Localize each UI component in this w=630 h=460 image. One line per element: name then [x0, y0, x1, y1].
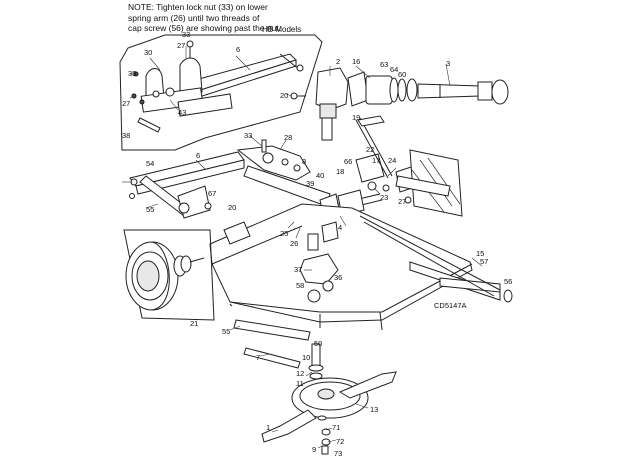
callout-55: 55	[146, 205, 154, 214]
callout-6-lower: 6	[196, 151, 200, 160]
blade-assembly	[233, 319, 397, 455]
inset-title: HB Models	[262, 25, 301, 34]
callout-35: 35	[128, 69, 136, 78]
callout-25: 25	[280, 229, 288, 238]
hb-models-inset: HB Models	[119, 25, 323, 151]
callout-26: 26	[290, 239, 298, 248]
note-line-3: cap screw (56) are showing past the nut.	[128, 23, 282, 33]
callout-4: 4	[338, 223, 342, 232]
callout-18: 18	[336, 167, 344, 176]
callout-13: 13	[370, 405, 378, 414]
callout-58: 58	[296, 281, 304, 290]
callout-11: 11	[296, 379, 304, 388]
callout-numbers: 33 27 30 6 2 16 63 64 60 3 27 35 43 38 2…	[122, 30, 512, 458]
callout-54: 54	[146, 159, 154, 168]
gearbox-assembly	[290, 67, 509, 141]
inset-frame-arm	[131, 40, 304, 133]
callout-16: 16	[352, 57, 360, 66]
callout-28: 28	[284, 133, 292, 142]
callout-38: 38	[122, 131, 130, 140]
callout-30: 30	[144, 48, 152, 57]
note-line-1: NOTE: Tighten lock nut (33) on lower	[128, 2, 268, 12]
right-bracket	[357, 115, 463, 217]
callout-27: 27	[177, 41, 185, 50]
callout-67: 67	[208, 189, 216, 198]
callout-43: 43	[178, 108, 186, 117]
assembly-note: NOTE: Tighten lock nut (33) on lower spr…	[128, 2, 358, 34]
callout-60: 60	[398, 70, 406, 79]
deck-gearbox	[299, 221, 339, 303]
callout-20: 20	[280, 91, 288, 100]
callout-15: 15	[476, 249, 484, 258]
callout-73: 73	[334, 449, 342, 458]
figure-code: CD5147A	[434, 301, 467, 310]
callout-27-right: 27	[398, 197, 406, 206]
callout-17: 17	[372, 156, 380, 165]
callout-20-lower: 20	[228, 203, 236, 212]
callout-21: 21	[190, 319, 198, 328]
callout-22: 22	[366, 145, 374, 154]
callout-24: 24	[388, 156, 396, 165]
callout-66: 66	[344, 157, 352, 166]
callout-39: 39	[306, 179, 314, 188]
callout-2: 2	[336, 57, 340, 66]
callout-23: 23	[380, 193, 388, 202]
wheel-assembly	[123, 229, 215, 321]
callout-1: 1	[266, 423, 270, 432]
callout-8: 8	[302, 157, 306, 166]
callout-10: 10	[302, 353, 310, 362]
callout-36: 36	[334, 273, 342, 282]
leader-lines	[122, 46, 483, 449]
callout-71: 71	[332, 423, 340, 432]
mower-deck: CD5147A	[209, 203, 513, 331]
callout-3: 3	[446, 59, 450, 68]
callout-40: 40	[316, 171, 324, 180]
callout-50: 50	[314, 339, 322, 348]
callout-56: 56	[504, 277, 512, 286]
callout-63: 63	[380, 60, 388, 69]
callout-64: 64	[390, 65, 398, 74]
callout-37: 37	[294, 265, 302, 274]
callout-57: 57	[480, 257, 488, 266]
frame-arm-assembly	[129, 139, 331, 219]
callout-55-lower: 55	[222, 327, 230, 336]
callout-7: 7	[256, 353, 260, 362]
callout-6: 6	[236, 45, 240, 54]
callout-33: 33	[182, 30, 190, 39]
callout-72: 72	[336, 437, 344, 446]
callout-12: 12	[296, 369, 304, 378]
callout-33-lower: 33	[244, 131, 252, 140]
callout-19: 19	[352, 113, 360, 122]
note-line-2: spring arm (26) until two threads of	[128, 12, 260, 23]
callout-9: 9	[312, 445, 316, 454]
callout-27-inset: 27	[122, 99, 130, 108]
